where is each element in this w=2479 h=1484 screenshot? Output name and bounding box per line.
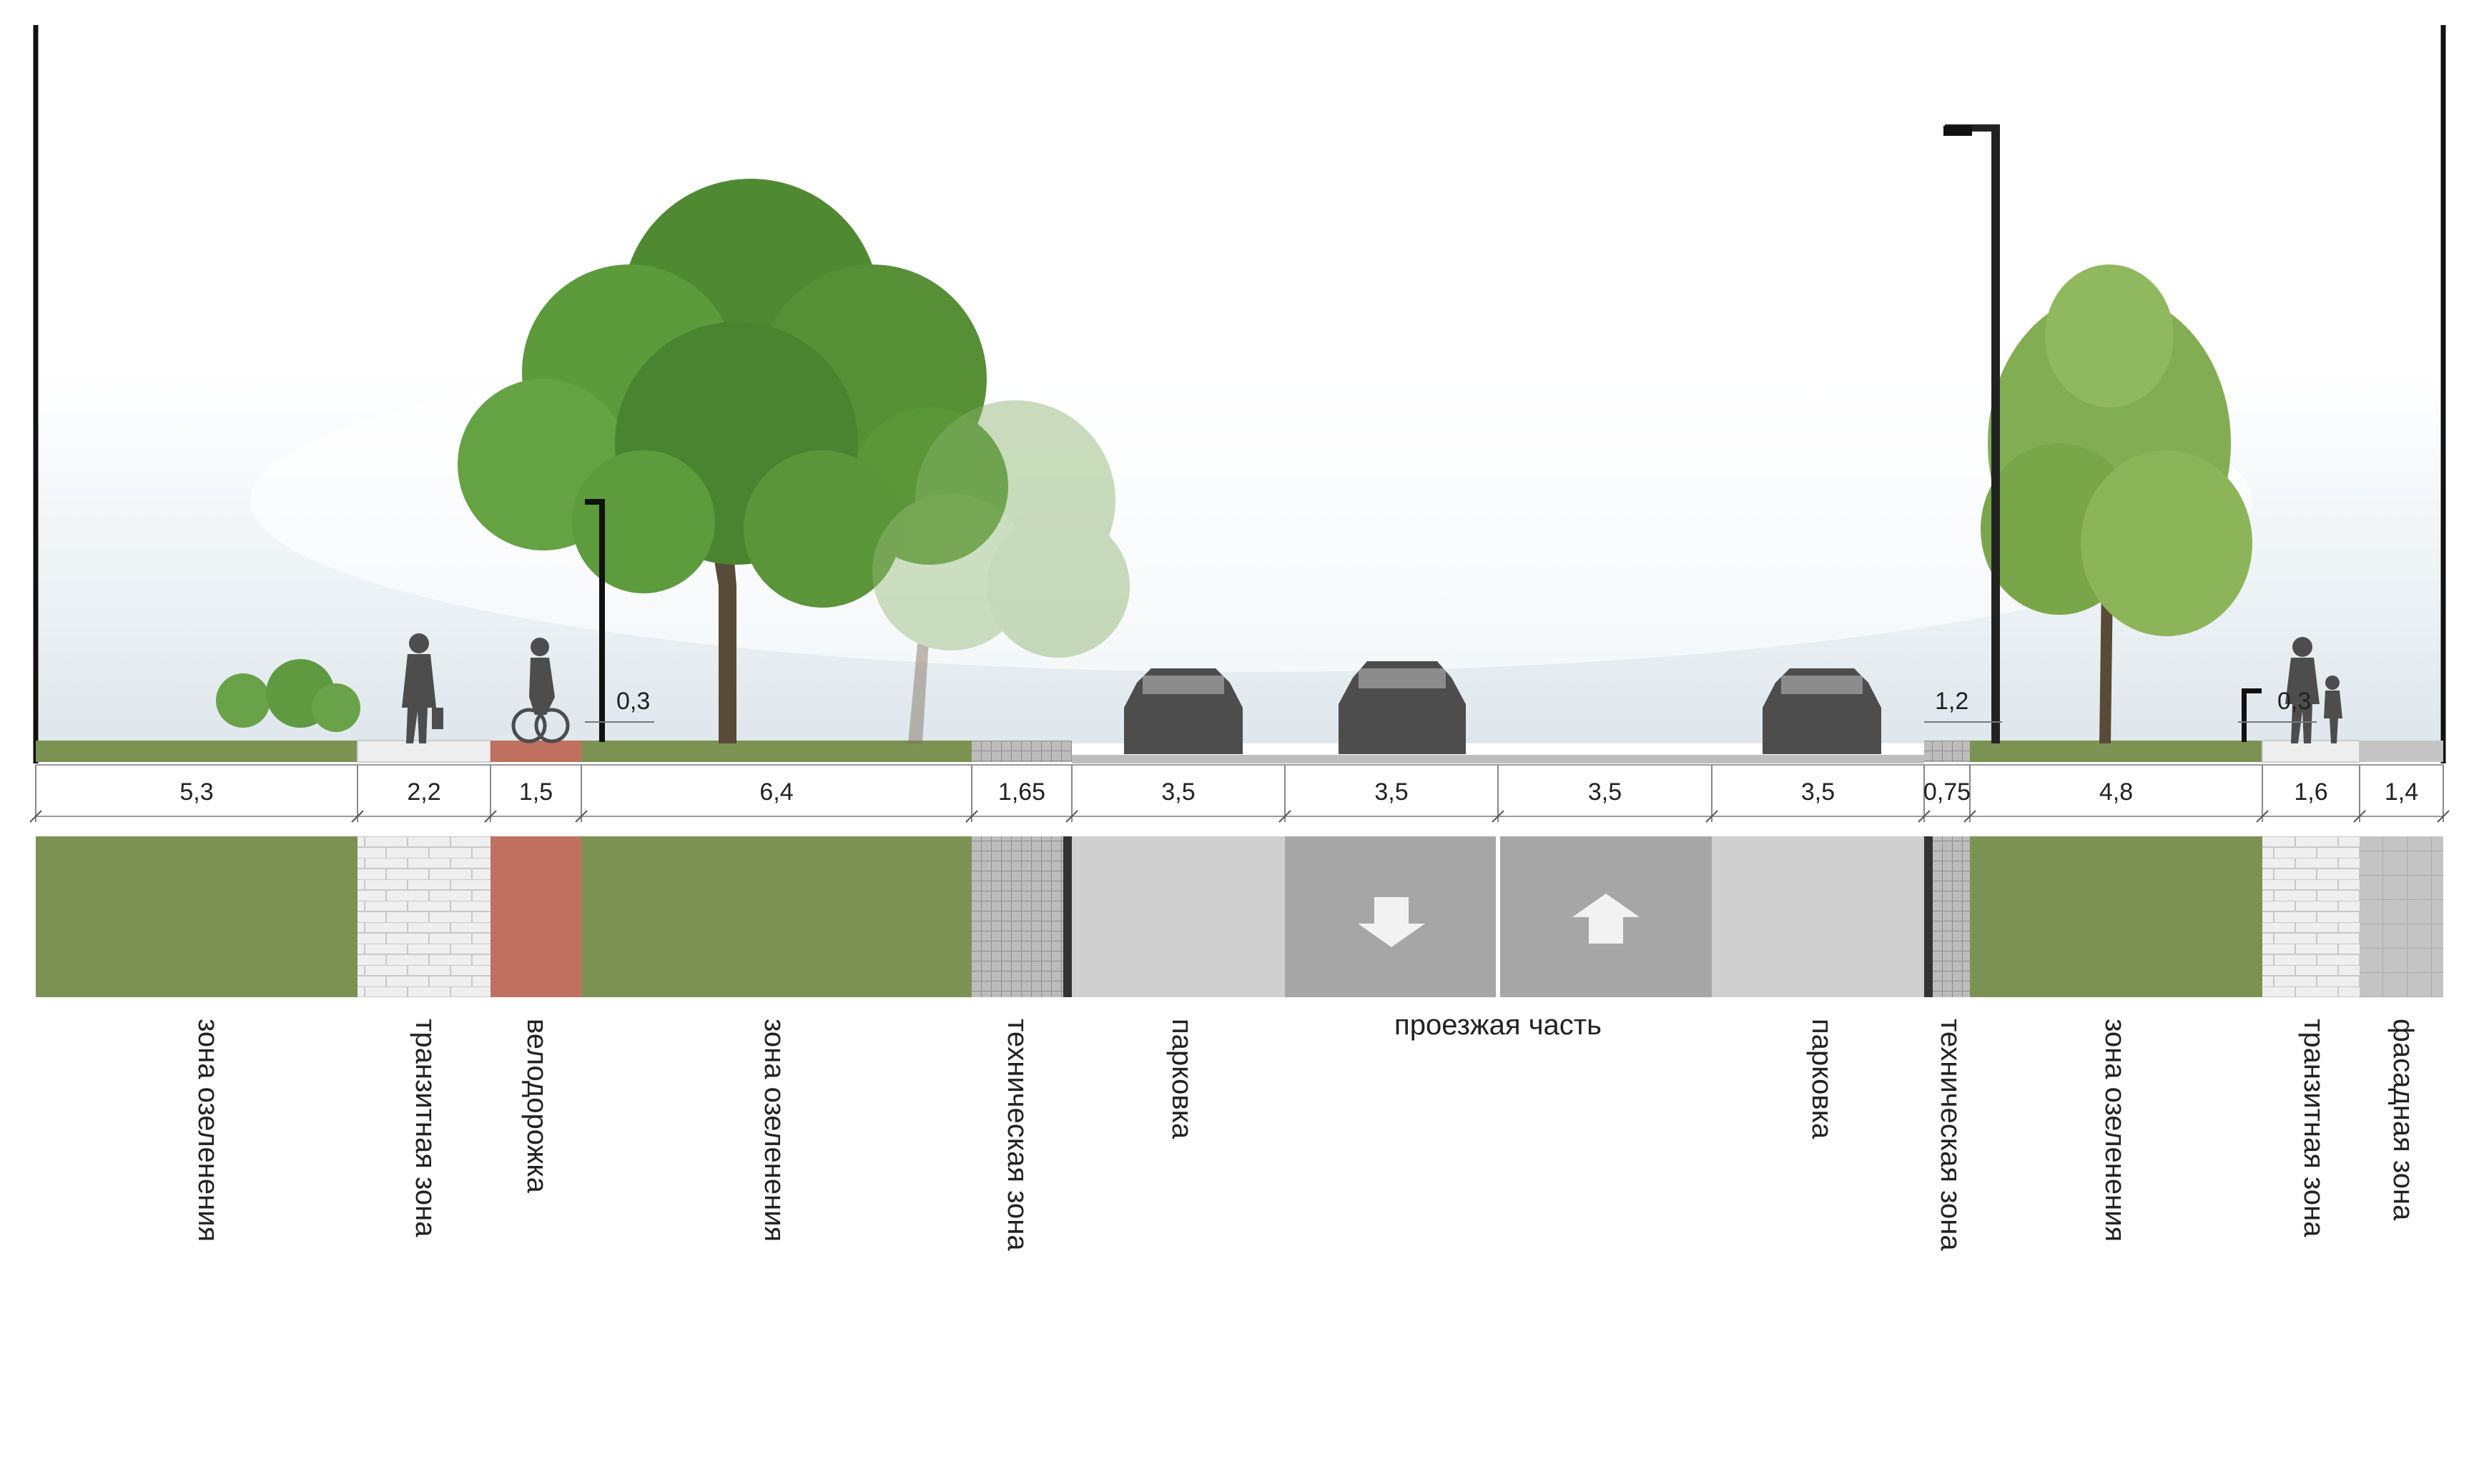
faded-tree [872, 400, 1130, 743]
left-pole [585, 499, 605, 742]
zone-label: техническая зона [1002, 1019, 1033, 1251]
zone-label: зона озеленения [2099, 1019, 2131, 1242]
plan-curb-right [1924, 836, 1933, 997]
dimension-green-left: 5,3 [179, 778, 214, 806]
dimension-bike: 1,5 [518, 778, 553, 806]
dimension-tick-mark [965, 810, 978, 823]
dimension-park-left: 3,5 [1161, 778, 1196, 806]
dimension-tick-mark [351, 810, 364, 823]
dimension-tick-mark [2256, 810, 2269, 823]
car-2 [1339, 661, 1466, 754]
ground-facade [2360, 741, 2443, 762]
dimension-tick-mark [1492, 810, 1504, 823]
arrow-down-icon [1358, 897, 1425, 947]
dimension-tick-mark [1278, 810, 1291, 823]
right-post-dim: 0,3 [2277, 688, 2312, 715]
zone-label: транзитная зона [410, 1019, 441, 1237]
tree-right [1981, 264, 2252, 743]
dimension-facade: 1,4 [2384, 778, 2419, 806]
dimension-transit-left: 2,2 [407, 778, 441, 806]
zone-label: техническая зона [1935, 1019, 1966, 1251]
plan-parking-left [1072, 836, 1285, 997]
dimension-park-right: 3,5 [1800, 778, 1835, 806]
plan-green-left [36, 836, 358, 997]
car-3 [1763, 668, 1881, 754]
cyclist [511, 638, 570, 743]
right-post [2242, 688, 2262, 742]
dimension-tick-mark [29, 810, 42, 823]
dimension-tech-right: 0,75 [1923, 778, 1971, 806]
arrow-up-icon [1572, 894, 1640, 944]
ground-transit-right [2262, 740, 2360, 763]
dimension-lane-right: 3,5 [1587, 778, 1622, 806]
plan-green-mid [581, 836, 972, 997]
ground-green-mid [581, 741, 972, 762]
pedestrian-left [402, 633, 443, 743]
dimension-tick-mark [1963, 810, 1976, 823]
dimension-tick-mark [575, 810, 588, 823]
dimension-tick-mark [1065, 810, 1078, 823]
plan-strip [36, 836, 2443, 997]
plan-transit-right [2262, 836, 2360, 997]
zone-label: зона озеленения [192, 1019, 224, 1242]
dimension-green-mid: 6,4 [759, 778, 794, 806]
dimension-tick-mark [484, 810, 497, 823]
zone-label: транзитная зона [2298, 1019, 2330, 1237]
left-pole-dim: 0,3 [616, 688, 651, 715]
ground-tech-right [1924, 741, 1970, 762]
dimension-bar [36, 764, 2443, 817]
dimension-tick-mark [2437, 810, 2450, 823]
dimension-tick-mark [2353, 810, 2366, 823]
ground-transit-left [357, 740, 491, 763]
dimension-tick-mark [1918, 810, 1931, 823]
plan-tech-left [972, 836, 1063, 997]
plan-parking-right [1712, 836, 1924, 997]
plan-transit-left [358, 836, 491, 997]
dimension-tech-left: 1,65 [997, 778, 1046, 806]
plan-curb-left [1063, 836, 1072, 997]
shrubs-left [216, 659, 360, 732]
plan-green-right [1970, 836, 2262, 997]
ground-road [1072, 755, 1924, 763]
ground-elevation [36, 740, 2443, 763]
zone-label: велодорожка [521, 1019, 553, 1193]
plan-lane-divider [1496, 836, 1500, 997]
plan-bike [491, 836, 581, 997]
ground-tech-left [972, 741, 1072, 762]
ground-bike [491, 741, 581, 762]
dimension-green-right: 4,8 [2099, 778, 2134, 806]
plan-tech-right [1933, 836, 1970, 997]
plan-facade [2360, 836, 2443, 997]
right-lamp-dim: 1,2 [1935, 688, 1969, 715]
zone-label: парковка [1166, 1019, 1198, 1139]
ground-green-right [1970, 741, 2262, 762]
zone-label: проезжая часть [1394, 1009, 1602, 1041]
dimension-tick-mark [1705, 810, 1718, 823]
large-tree-left [458, 179, 1008, 743]
street-lamp [1943, 124, 2000, 743]
ground-green-left [36, 741, 358, 762]
dimension-transit-right: 1,6 [2294, 778, 2328, 806]
car-1 [1124, 668, 1243, 754]
zone-label: парковка [1806, 1019, 1838, 1139]
zone-label: фасадная зона [2387, 1019, 2419, 1221]
dimension-lane-left: 3,5 [1374, 778, 1409, 806]
zone-label: зона озеленения [759, 1019, 790, 1242]
